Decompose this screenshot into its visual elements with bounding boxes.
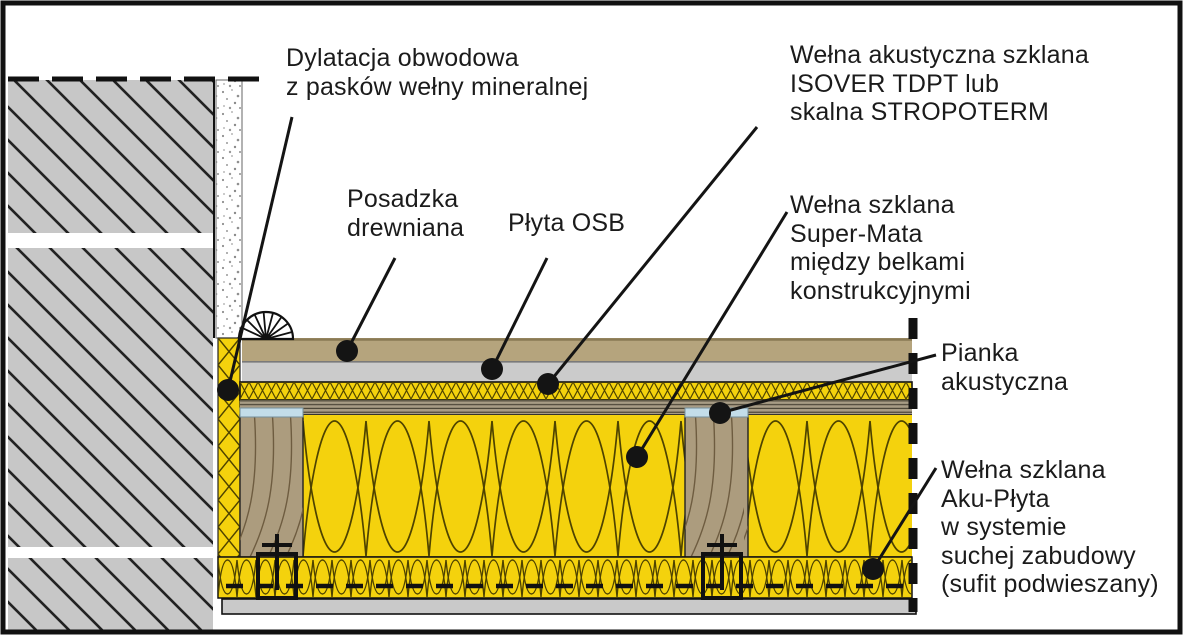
- label-posadzka-drewniana: Posadzka drewniana: [347, 185, 465, 242]
- masonry-wall: [8, 80, 215, 630]
- layer-akuplyta-wool: [217, 556, 913, 599]
- label-welna-super-mata: Wełna szklana Super-Mata między belkami …: [790, 191, 971, 305]
- leader-isover: [537, 126, 759, 395]
- ceiling-hanger-left: [256, 534, 298, 600]
- leader-lines: [217, 116, 938, 580]
- leader-akuplyta: [862, 467, 938, 580]
- layer-osb-board: [242, 360, 912, 382]
- leader-osb: [481, 257, 549, 380]
- acoustic-foam-pad-left: [239, 407, 304, 418]
- ceiling-hanger-right: [701, 534, 743, 600]
- wall-hatch: [8, 80, 213, 630]
- wall-joint-lower: [8, 547, 213, 558]
- leader-supermata: [626, 211, 789, 468]
- label-pianka-akustyczna: Pianka akustyczna: [941, 339, 1069, 396]
- label-dylatacja-obwodowa: Dylatacja obwodowa z pasków wełny minera…: [286, 44, 589, 101]
- layer-supermata-cavity: [240, 415, 912, 558]
- leader-pianka: [709, 353, 937, 424]
- timber-joist-left: [239, 414, 304, 558]
- perimeter-insulation-strip: [217, 337, 241, 558]
- leader-posadzka: [336, 257, 397, 362]
- timber-joist-right: [684, 414, 749, 558]
- wall-joint-upper: [8, 233, 213, 248]
- leader-dylatacja: [217, 116, 294, 401]
- layer-acoustic-wool-tdpt: [239, 381, 913, 401]
- plaster-strip: [215, 79, 243, 339]
- label-welna-aku-plyta: Wełna szklana Aku-Płyta w systemie suche…: [941, 456, 1159, 598]
- edge-insulation-symbol: [237, 310, 295, 341]
- label-welna-akustyczna-isover: Wełna akustyczna szklana ISOVER TDPT lub…: [790, 41, 1089, 126]
- layer-ceiling-board: [221, 598, 917, 615]
- label-plyta-osb: Płyta OSB: [508, 209, 626, 237]
- layer-battens: [240, 400, 912, 416]
